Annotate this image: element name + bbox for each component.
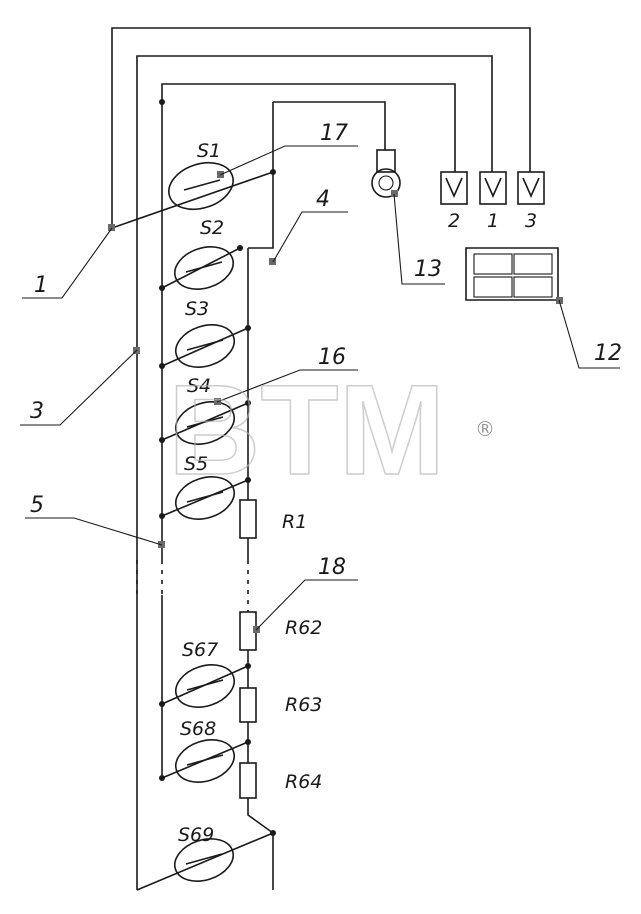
lamp-s3 [175,324,235,368]
callout-18: 18 [318,555,346,580]
connector-2-icon [440,171,468,205]
junction-dots [159,99,276,836]
label-s3: S3 [185,298,209,320]
callout-13: 13 [414,257,442,282]
leader-lines [20,145,620,631]
label-connector-3: 3 [525,210,537,232]
lamp-s69 [174,838,234,882]
connector-1-icon [479,171,507,205]
lamp-s67 [175,664,235,708]
label-s69: S69 [178,824,214,846]
label-s4: S4 [187,375,211,397]
connector-block-12 [465,247,559,301]
callout-12: 12 [594,341,622,366]
callout-5: 5 [30,493,44,518]
label-s2: S2 [200,217,224,239]
label-s68: S68 [180,718,216,740]
callout-3: 3 [30,399,44,424]
wire-connector-3 [111,27,531,228]
lead-s1 [111,171,274,229]
resistor-r63 [239,687,257,723]
wire-connector-1 [136,55,493,890]
label-r63: R63 [285,694,322,716]
label-s5: S5 [184,453,208,475]
callout-4: 4 [316,187,330,212]
label-r64: R64 [285,771,322,793]
lamp-s5 [175,476,235,520]
connector-3-icon [517,171,545,205]
lamp-s1 [168,161,234,211]
label-s1: S1 [197,140,221,162]
lamp-s2 [174,246,234,290]
wire-to-sensor [273,101,386,150]
resistor-r1 [239,499,257,539]
lead-s69 [136,832,274,891]
resistor-r64 [239,762,257,799]
lead-s3 [161,327,249,367]
callout-16: 16 [318,345,346,370]
sensor-13 [371,149,401,198]
watermark-registered: ® [475,417,495,441]
label-s67: S67 [182,639,218,661]
label-connector-1: 1 [487,210,499,232]
label-connector-2: 2 [448,210,460,232]
lamp-s68 [175,739,235,783]
callout-17: 17 [320,121,348,146]
right-bus-step [248,172,274,249]
wire-connector-2 [161,83,456,172]
callout-1: 1 [34,273,48,298]
lead-s5 [161,479,249,517]
label-r62: R62 [285,617,322,639]
r64-lead [247,798,274,890]
label-r1: R1 [282,511,307,533]
lamp-s4 [175,401,235,445]
watermark-logo: BTM [168,359,445,502]
